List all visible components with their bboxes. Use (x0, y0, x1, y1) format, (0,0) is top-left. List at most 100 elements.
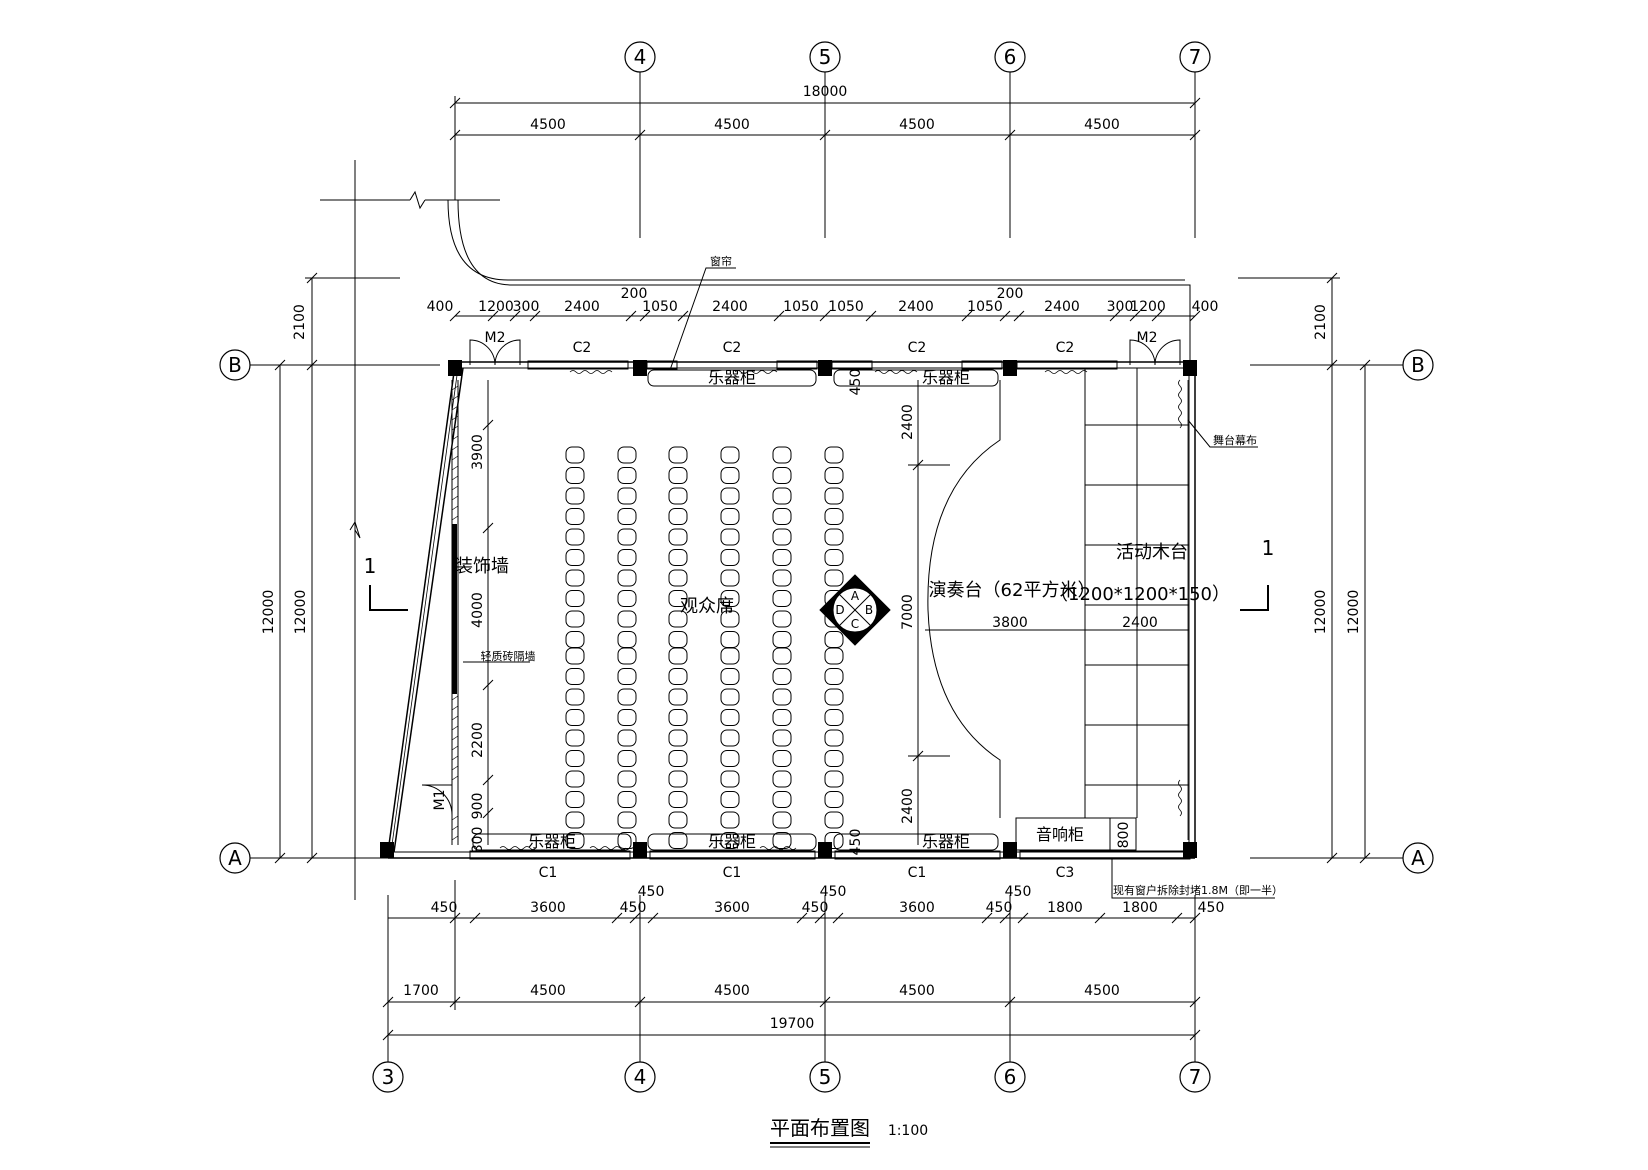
window-c3: C3 (1056, 865, 1075, 881)
side-dimension-text: 2100 12000 12000 2100 12000 12000 (261, 304, 1362, 634)
leader-lines (463, 267, 1275, 899)
dim-bottom-bay-2: 4500 (530, 983, 566, 999)
audience-seat (772, 750, 792, 767)
stage-label: 演奏台（62平方米） (929, 580, 1096, 601)
drawing-title: 平面布置图 (770, 1116, 870, 1140)
dim-stage-width: 3800 (992, 615, 1028, 631)
audience-seat (617, 811, 637, 829)
axis-right-b: B (1411, 353, 1425, 377)
drawing-scale: 1:100 (888, 1123, 928, 1139)
audience-seat (617, 569, 637, 587)
audience-seat (617, 647, 637, 665)
axis-top-4: 4 (634, 45, 647, 69)
audience-seat (617, 631, 637, 648)
audience-seat (772, 729, 792, 747)
audience-seat (565, 569, 585, 587)
cabinet-label-bottom-2: 乐器柜 (708, 832, 756, 851)
audience-seat (720, 811, 740, 829)
cabinet-label-top-1: 乐器柜 (708, 368, 756, 387)
dim-top-detail-9: 1050 (828, 299, 864, 315)
view-letter-a: A (851, 589, 860, 603)
section-marks (369, 585, 1269, 611)
audience-seat (668, 791, 688, 808)
audience-seat (720, 590, 740, 607)
top-dimension-text: 18000 4500 4500 4500 4500 400 1200 300 2… (427, 84, 1219, 315)
audience-seat (772, 508, 792, 525)
audience-seat (772, 811, 792, 829)
audience-seat (824, 688, 844, 706)
audience-seat (668, 832, 688, 849)
dim-top-detail-14: 300 (1107, 299, 1134, 315)
audience-seat (824, 729, 844, 747)
audience-seat (720, 631, 740, 648)
audience-seat (668, 709, 688, 726)
dim-bottom-bay-5: 4500 (1084, 983, 1120, 999)
instrument-cabinets (472, 369, 999, 851)
cabinet-label-bottom-3: 乐器柜 (922, 832, 970, 851)
dim-inner-4000: 4000 (470, 592, 486, 628)
audience-seat (824, 631, 844, 648)
audience-seat (772, 709, 792, 726)
audience-seat (720, 528, 740, 546)
window-c2-3: C2 (908, 340, 927, 356)
audience-seat (772, 467, 792, 484)
audience-seat (565, 832, 585, 849)
audience-seat (772, 770, 792, 788)
side-dimension-lines (274, 272, 1371, 864)
door-m2-left: M2 (485, 330, 506, 346)
bottom-dimension-text: 450 3600 450 450 3600 450 450 3600 450 4… (403, 884, 1224, 1032)
window-c1-3: C1 (908, 865, 927, 881)
audience-seat (668, 610, 688, 628)
windows (469, 360, 1191, 860)
title-underline (770, 1142, 870, 1148)
audience-seat (565, 688, 585, 706)
wall-hatch (451, 385, 459, 841)
audience-seat (617, 610, 637, 628)
audience-seat (668, 508, 688, 525)
light-partition-label: 轻质砖隔墙 (481, 649, 536, 663)
dim-left-outer: 12000 (261, 590, 277, 635)
axis-bottom-4: 4 (634, 1065, 647, 1089)
audience-seat (565, 709, 585, 726)
audience-seat (720, 549, 740, 566)
dim-bottom-detail-7: 450 (820, 884, 847, 900)
audience-seat (668, 549, 688, 566)
dim-top-detail-4: 2400 (564, 299, 600, 315)
audience-seat (668, 647, 688, 665)
audience-seat (720, 508, 740, 525)
axis-top-5: 5 (819, 45, 832, 69)
audience-seat (565, 770, 585, 788)
audience-seat (565, 549, 585, 566)
audience-seat (772, 688, 792, 706)
dim-inner-3900: 3900 (470, 434, 486, 470)
dim-overall-top: 18000 (803, 84, 848, 100)
window-c1-2: C1 (723, 865, 742, 881)
audience-seat (772, 528, 792, 546)
dim-bottom-detail-11: 1800 (1047, 900, 1083, 916)
window-c2-4: C2 (1056, 340, 1075, 356)
dim-top-detail-15: 1200 (1130, 299, 1166, 315)
audience-seat (668, 770, 688, 788)
audience-seat (772, 791, 792, 808)
dim-right-inner: 12000 (1313, 590, 1329, 635)
audience-seat (565, 750, 585, 767)
dim-stage-7000: 7000 (900, 594, 916, 630)
stage-curtain-label: 舞台幕布 (1213, 433, 1257, 447)
audience-seat (824, 508, 844, 525)
audience-seat (824, 647, 844, 665)
section-mark-right: 1 (1262, 536, 1275, 560)
view-letter-b: B (865, 603, 873, 617)
audience-seat (565, 729, 585, 747)
view-letter-d: D (835, 603, 844, 617)
dim-bottom-detail-8: 3600 (899, 900, 935, 916)
audience-seat (617, 668, 637, 685)
dim-bottom-detail-1: 450 (431, 900, 458, 916)
dim-top-detail-3: 300 (513, 299, 540, 315)
audience-seat (617, 590, 637, 607)
audience-seat (720, 770, 740, 788)
audience-seat (565, 668, 585, 685)
audience-seat (617, 750, 637, 767)
dim-right-top: 2100 (1313, 304, 1329, 340)
dim-bottom-detail-12: 1800 (1122, 900, 1158, 916)
dim-bottom-bay-4: 4500 (899, 983, 935, 999)
